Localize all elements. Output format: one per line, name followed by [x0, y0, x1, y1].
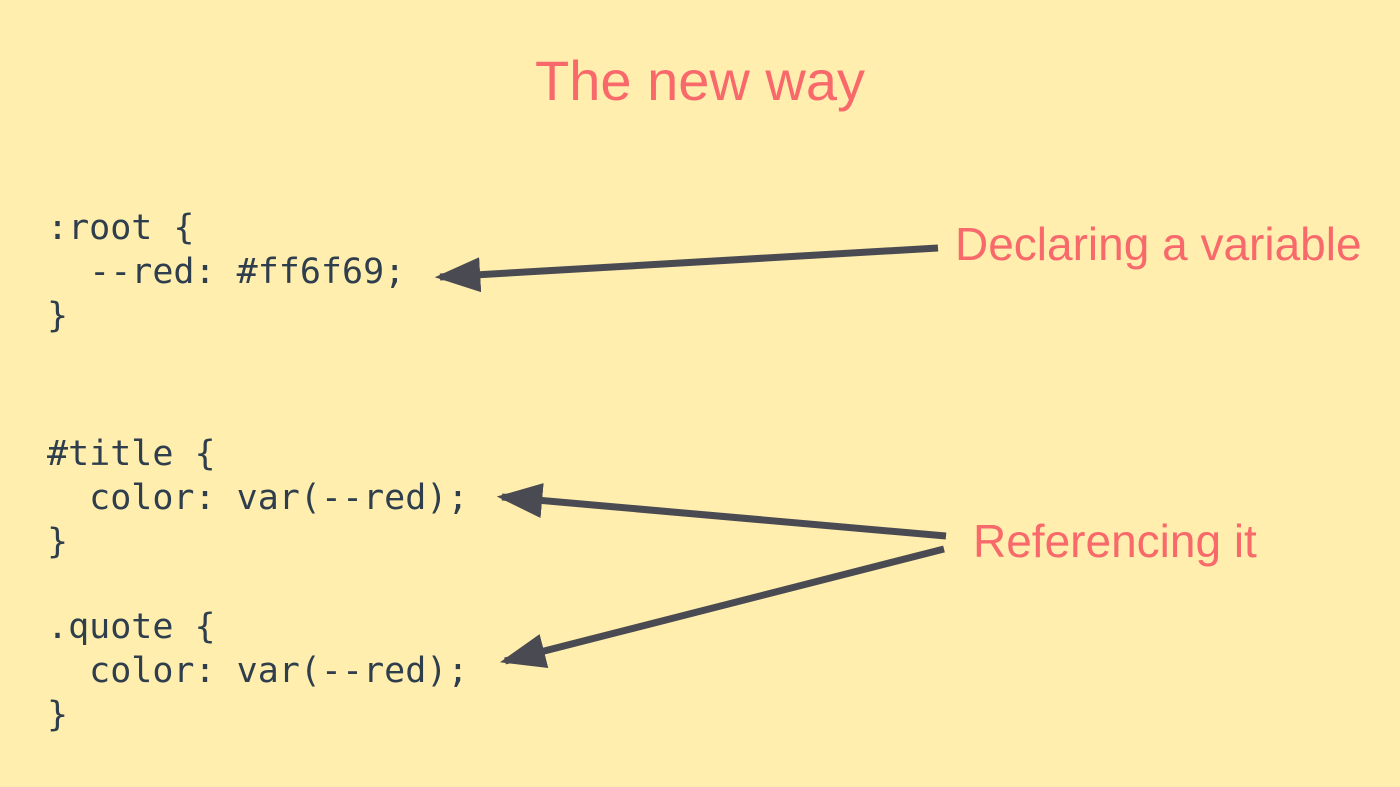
page-title: The new way	[535, 49, 865, 112]
arrow-referencing-quote	[499, 545, 945, 669]
annotation-declaring-a-variable: Declaring a variable	[955, 218, 1362, 270]
arrow-referencing-title	[496, 483, 947, 540]
arrow-declaring-variable	[434, 244, 939, 293]
code-block-quote-rule: .quote { color: var(--red); }	[47, 607, 469, 735]
code-block-root-declaration: :root { --red: #ff6f69; }	[47, 208, 406, 336]
code-block-title-rule: #title { color: var(--red); }	[47, 434, 469, 562]
annotation-referencing-it: Referencing it	[973, 515, 1257, 567]
